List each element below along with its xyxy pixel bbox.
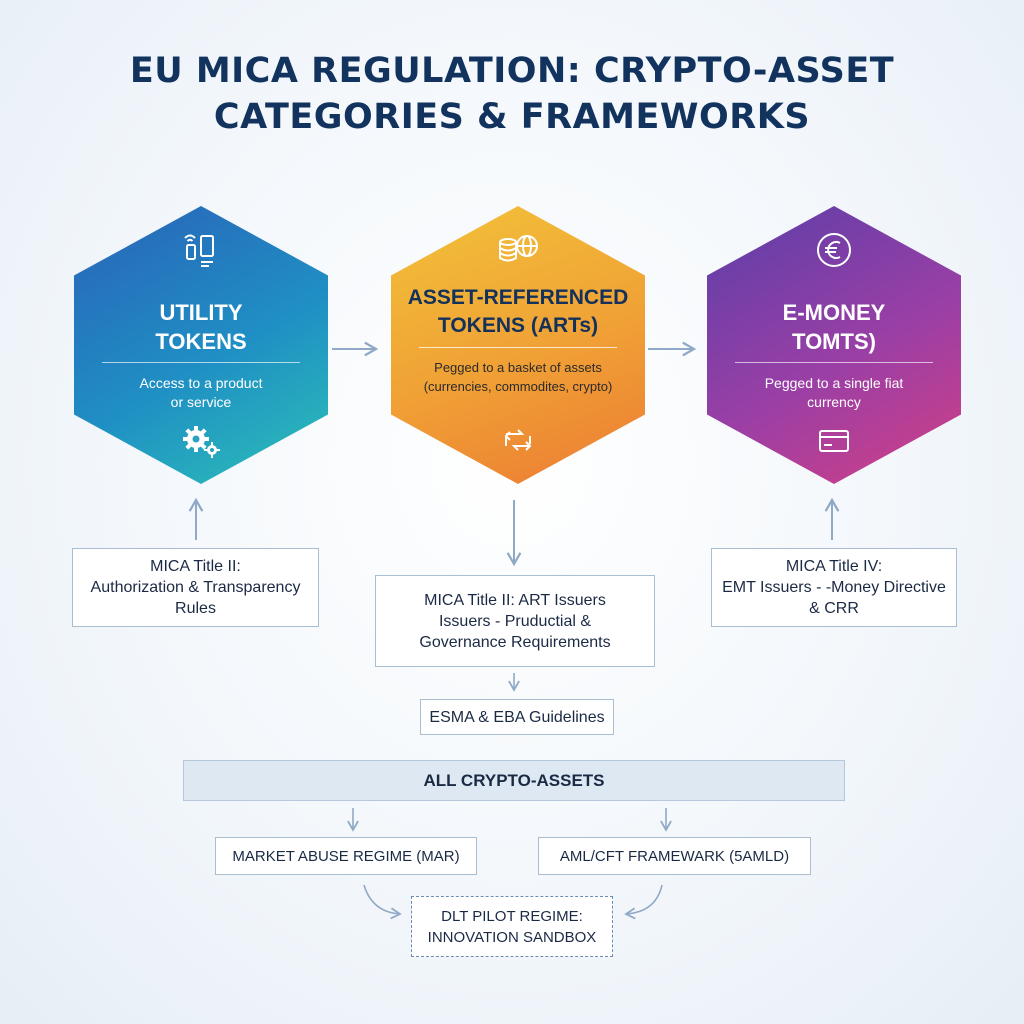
box-mica-title-iv: MICA Title IV: EMT Issuers - -Money Dire… <box>711 548 957 627</box>
page-title-line-2: CATEGORIES & FRAMEWORKS <box>213 97 811 137</box>
art-title-line-1: ASSET-REFERENCED <box>407 286 629 309</box>
box-title2-line-1: MICA Title II: <box>150 558 241 575</box>
utility-tokens-title: UTILITY TOKENS <box>74 298 328 356</box>
emt-desc-line-2: currency <box>807 394 861 410</box>
box-dlt-pilot-regime: DLT PILOT REGIME: INNOVATION SANDBOX <box>411 896 613 957</box>
arrow-mar-to-dlt <box>363 884 402 920</box>
box-art-line-1: MICA Title II: ART Issuers <box>424 591 606 609</box>
art-title: ASSET-REFERENCED TOKENS (ARTs) <box>391 284 645 340</box>
art-desc-line-2: (currencies, commodites, crypto) <box>423 379 613 394</box>
page-title-line-1: EU MICA REGULATION: CRYPTO-ASSET <box>129 51 895 91</box>
box-all-label: ALL CRYPTO-ASSETS <box>423 771 605 790</box>
utility-title-line-2: TOKENS <box>155 329 247 354</box>
hexagon-utility-tokens: UTILITY TOKENS Access to a product or se… <box>74 206 328 484</box>
box-mica-title-ii: MICA Title II: Authorization & Transpare… <box>72 548 319 627</box>
box-mar-label: MARKET ABUSE REGIME (MAR) <box>232 847 460 865</box>
emt-divider <box>735 362 933 363</box>
art-divider <box>419 347 617 348</box>
art-desc-line-1: Pegged to a basket of assets <box>434 360 602 375</box>
utility-tokens-description: Access to a product or service <box>104 374 298 412</box>
hexagon-e-money-tokens: E-MONEY TOMTS) Pegged to a single fiat c… <box>707 206 961 484</box>
box-art-issuers: MICA Title II: ART Issuers Issuers - Pru… <box>375 575 655 667</box>
emt-desc-line-1: Pegged to a single fiat <box>764 375 904 391</box>
box-dlt-line-1: DLT PILOT REGIME: <box>441 907 583 925</box>
exchange-icon <box>391 424 645 458</box>
devices-icon <box>74 232 328 268</box>
utility-desc-line-2: or service <box>170 394 232 410</box>
emt-title-line-1: E-MONEY <box>782 300 886 325</box>
utility-divider <box>102 362 300 363</box>
box-art-line-3: Governance Requirements <box>419 633 611 651</box>
box-esma-label: ESMA & EBA Guidelines <box>429 708 605 726</box>
coins-globe-icon <box>391 232 645 266</box>
emt-title: E-MONEY TOMTS) <box>707 298 961 356</box>
emt-title-line-2: TOMTS) <box>792 329 876 354</box>
box-title2-line-3: Rules <box>175 600 216 617</box>
card-icon <box>707 424 961 458</box>
page-title: EU MICA REGULATION: CRYPTO-ASSET CATEGOR… <box>0 48 1024 140</box>
art-title-line-2: TOKENS (ARTs) <box>437 314 599 337</box>
box-esma-eba-guidelines: ESMA & EBA Guidelines <box>420 699 614 735</box>
gears-icon <box>74 424 328 458</box>
box-art-line-2: Issuers - Pruductial & <box>438 612 592 630</box>
box-title4-line-1: MICA Title IV: <box>785 558 883 575</box>
box-dlt-line-2: INNOVATION SANDBOX <box>427 928 597 946</box>
box-aml-label: AML/CFT FRAMEWARK (5AMLD) <box>559 847 790 865</box>
utility-desc-line-1: Access to a product <box>139 375 263 391</box>
emt-description: Pegged to a single fiat currency <box>737 374 931 412</box>
euro-icon <box>707 232 961 268</box>
box-title4-line-3: & CRR <box>809 600 859 617</box>
art-description: Pegged to a basket of assets (currencies… <box>405 358 631 396</box>
arrow-aml-to-dlt <box>624 884 663 920</box>
utility-title-line-1: UTILITY <box>159 300 243 325</box>
box-title4-line-2: EMT Issuers - -Money Directive <box>722 579 946 596</box>
hexagon-asset-referenced-tokens: ASSET-REFERENCED TOKENS (ARTs) Pegged to… <box>391 206 645 484</box>
box-all-crypto-assets: ALL CRYPTO-ASSETS <box>183 760 845 801</box>
box-aml-cft-framework: AML/CFT FRAMEWARK (5AMLD) <box>538 837 811 875</box>
box-market-abuse-regime: MARKET ABUSE REGIME (MAR) <box>215 837 477 875</box>
box-title2-line-2: Authorization & Transparency <box>90 579 301 596</box>
